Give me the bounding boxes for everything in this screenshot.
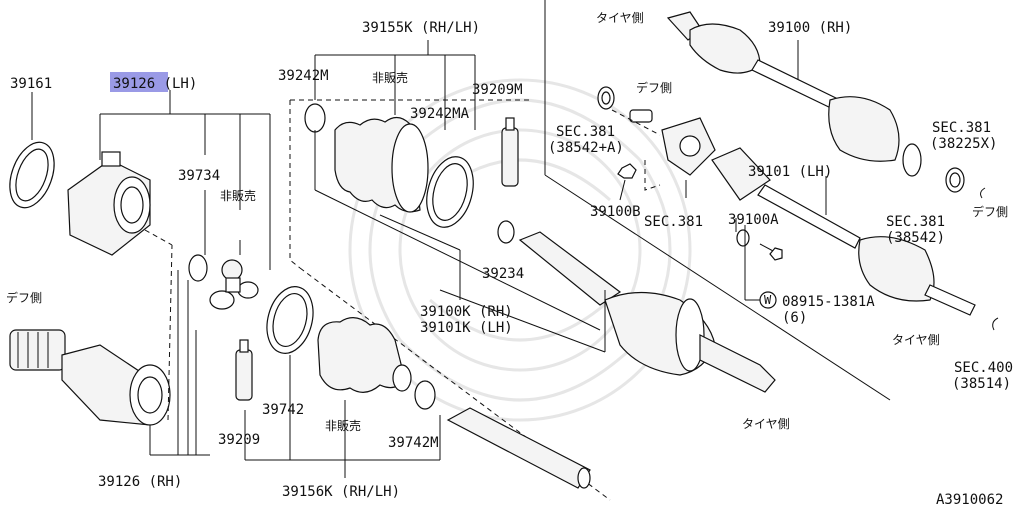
label-diff-side-left: デフ側	[6, 290, 42, 305]
part-39100b-nut[interactable]	[617, 163, 637, 179]
label-sec381-b[interactable]: SEC.381	[644, 214, 703, 230]
label-tire-side-right: タイヤ側	[892, 333, 940, 347]
label-39156k: 39156K (RH/LH)	[282, 484, 400, 500]
label-sec381-a-num: (38542+A)	[548, 140, 624, 156]
part-39100-rh-shaft[interactable]	[666, 11, 922, 177]
washer-symbol	[759, 291, 777, 309]
label-tire-side-top: タイヤ側	[596, 11, 644, 25]
part-circlip-right[interactable]	[980, 187, 986, 199]
label-non-sale-3: 非販売	[325, 418, 361, 433]
part-39242m-band[interactable]	[304, 103, 326, 133]
part-outer-boot[interactable]	[334, 116, 429, 213]
label-39209m: 39209M	[472, 82, 523, 98]
highlight-39126-lh	[110, 72, 168, 92]
label-sec381-d-num: (38542)	[886, 230, 945, 246]
label-diagram-code: A3910062	[936, 492, 1003, 508]
label-diff-side-mid: デフ側	[636, 80, 672, 95]
label-sec381-a[interactable]: SEC.381	[556, 124, 615, 140]
label-39742: 39742	[262, 402, 304, 418]
label-diff-side-right: デフ側	[972, 204, 1008, 219]
part-39734-snap-ring[interactable]	[188, 254, 208, 282]
part-circlip-38514[interactable]	[992, 317, 999, 331]
part-39126-rh-joint[interactable]	[9, 329, 171, 426]
part-39742m-band[interactable]	[414, 380, 436, 410]
part-stub-flange[interactable]	[629, 109, 716, 176]
label-39242ma: 39242MA	[410, 106, 470, 122]
label-39209: 39209	[218, 432, 260, 448]
label-non-sale-2: 非販売	[372, 70, 408, 85]
part-39234-circlip[interactable]	[497, 220, 515, 244]
label-39126-lh[interactable]: 39126 (LH)	[113, 76, 197, 92]
label-tire-side-bottom: タイヤ側	[742, 417, 790, 431]
label-39101-lh: 39101 (LH)	[748, 164, 832, 180]
label-sec400[interactable]: SEC.400	[954, 360, 1013, 376]
part-tripod-joint[interactable]	[209, 259, 259, 310]
part-39126-lh-housing[interactable]	[67, 151, 151, 256]
label-non-sale-1: 非販売	[220, 188, 256, 203]
label-39100b: 39100B	[590, 204, 641, 220]
label-39126-rh: 39126 (RH)	[98, 474, 182, 490]
part-bolt-08915[interactable]	[759, 243, 783, 261]
part-inner-shaft[interactable]	[446, 407, 591, 489]
label-bolt-w: W	[764, 293, 772, 307]
part-39101-lh-shaft[interactable]	[711, 147, 976, 316]
label-sec381-c[interactable]: SEC.381	[932, 120, 991, 136]
part-halfshaft[interactable]	[518, 231, 776, 393]
label-bolt-number: 08915-1381A	[782, 294, 875, 310]
label-39101k: 39101K (LH)	[420, 320, 513, 336]
label-39161: 39161	[10, 76, 52, 92]
label-39734: 39734	[178, 168, 220, 184]
part-inner-boot[interactable]	[317, 317, 412, 393]
label-sec381-c-num: (38225X)	[930, 136, 997, 152]
label-39100k: 39100K (RH)	[420, 304, 513, 320]
label-sec381-d[interactable]: SEC.381	[886, 214, 945, 230]
label-39155k: 39155K (RH/LH)	[362, 20, 480, 36]
label-39100-rh: 39100 (RH)	[768, 20, 852, 36]
part-39100a-washer[interactable]	[736, 229, 750, 247]
label-39242m: 39242M	[278, 68, 329, 84]
part-39209m-grease[interactable]	[501, 117, 519, 187]
label-bolt-qty: (6)	[782, 310, 807, 326]
label-sec400-num: (38514)	[952, 376, 1011, 392]
label-39742m: 39742M	[388, 435, 439, 451]
label-39100a: 39100A	[728, 212, 779, 228]
label-39234: 39234	[482, 266, 524, 282]
part-39209-grease[interactable]	[235, 339, 253, 401]
